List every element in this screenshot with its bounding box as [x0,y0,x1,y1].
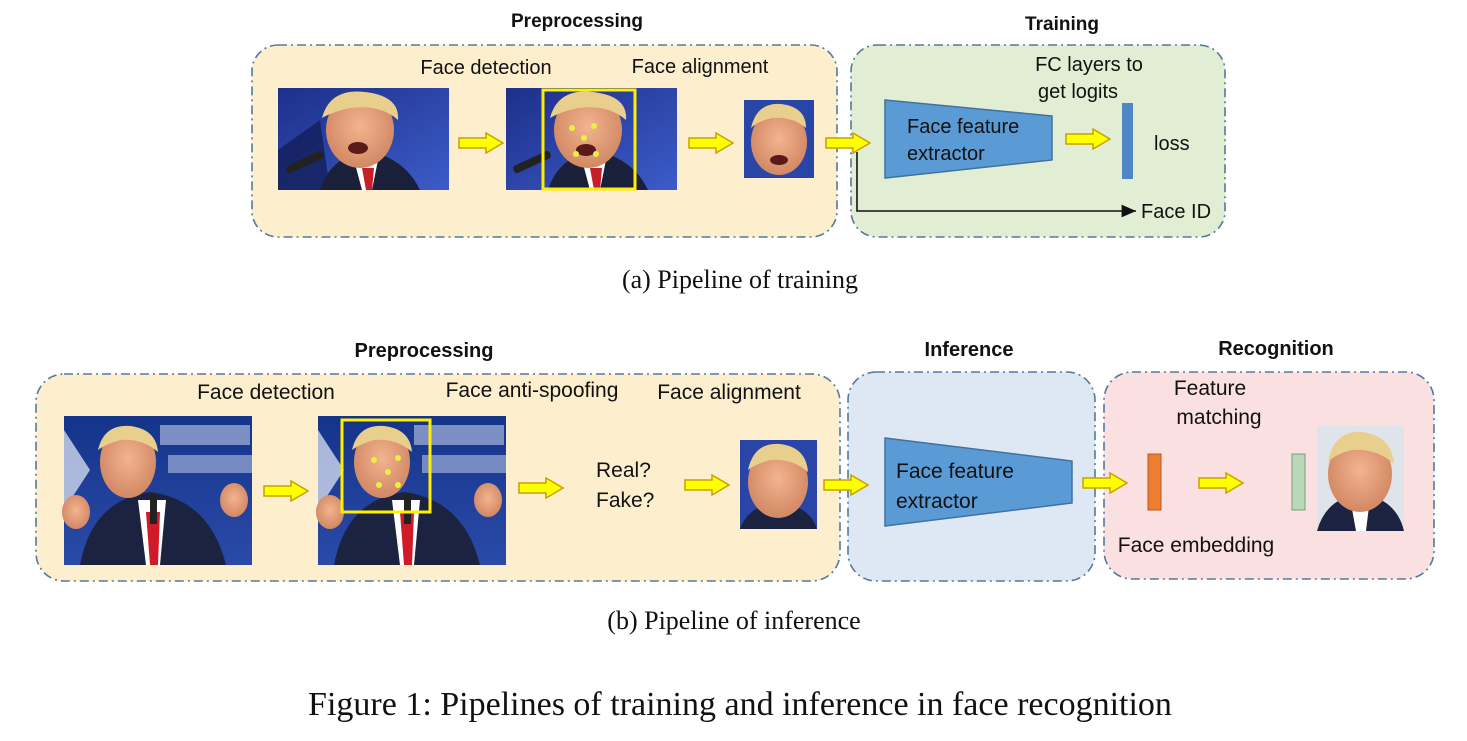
logits-bar [1122,103,1133,179]
training-face-detection-label: Face detection [420,57,551,79]
face-embedding-bar [1147,453,1162,511]
inference-preprocessing-title: Preprocessing [355,340,494,362]
training-aligned-face [744,100,814,178]
landmark-dot [376,482,382,488]
inference-subcaption: (b) Pipeline of inference [607,606,860,635]
landmark-dot [569,125,575,131]
training-face-alignment-label: Face alignment [632,56,769,78]
detection-box [340,418,432,514]
inference-detection-photo [316,416,506,565]
training-pipeline: Preprocessing Training Face detection Fa… [251,11,1226,294]
face-id-label: Face ID [1141,201,1211,223]
inference-feature-extractor [884,437,1073,527]
face-embedding-label: Face embedding [1118,534,1274,557]
detection-box [541,88,637,191]
inference-aligned-face [740,440,817,529]
training-subcaption: (a) Pipeline of training [622,265,858,294]
inference-face-detection-label: Face detection [197,381,335,404]
landmark-dot [593,151,599,157]
face-id-connector [856,152,1136,218]
training-extractor-line1: Face feature [907,116,1019,138]
training-extractor-line2: extractor [907,143,985,165]
landmark-dot [573,151,579,157]
fake-label: Fake? [596,489,654,512]
loss-label: loss [1154,133,1190,155]
inference-input-photo [62,416,252,565]
feature-matching-line1: Feature [1174,377,1246,400]
training-feature-extractor [884,99,1053,179]
face-anti-spoofing-label: Face anti-spoofing [446,379,619,402]
feature-matching-line2: matching [1176,406,1261,429]
inference-title: Inference [925,339,1014,361]
recognized-face-photo [1317,426,1404,531]
landmark-dot [385,469,391,475]
inference-face-alignment-label: Face alignment [657,381,801,404]
landmark-dot [371,457,377,463]
landmark-dot [395,482,401,488]
landmark-dot [395,455,401,461]
matched-embedding-bar [1291,453,1306,511]
fc-layers-line1: FC layers to [1035,54,1143,76]
recognition-title: Recognition [1218,338,1334,360]
inference-extractor-line1: Face feature [896,460,1014,483]
real-label: Real? [596,459,651,482]
training-title: Training [1025,14,1099,35]
inference-extractor-line2: extractor [896,490,978,513]
figure-caption: Figure 1: Pipelines of training and infe… [308,686,1172,723]
inference-pipeline: Preprocessing Inference Recognition Face… [35,338,1435,635]
fc-layers-line2: get logits [1038,81,1118,103]
training-preprocessing-title: Preprocessing [511,11,643,32]
training-detection-photo [506,88,677,191]
landmark-dot [581,135,587,141]
training-input-photo [278,88,449,190]
landmark-dot [591,123,597,129]
